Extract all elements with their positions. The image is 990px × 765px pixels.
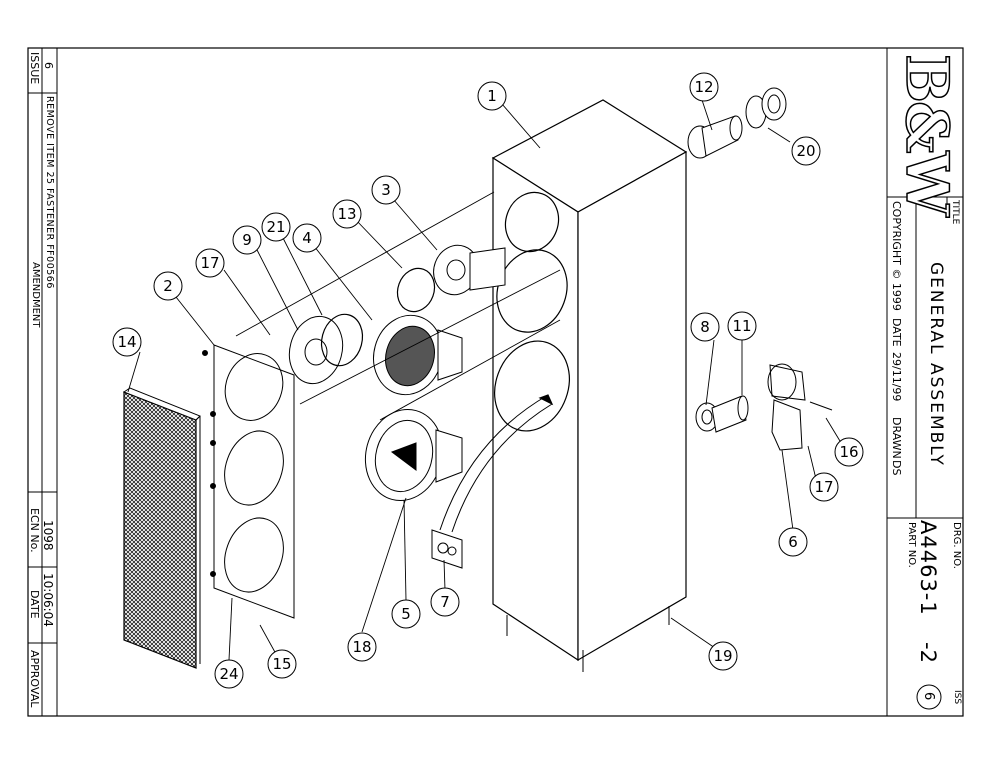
callout-16: 16 [834, 437, 864, 467]
drawing-number: A4463-1 [916, 520, 940, 616]
svg-text:11: 11 [732, 317, 751, 335]
grille-14 [122, 387, 201, 669]
svg-text:8: 8 [700, 318, 710, 336]
svg-text:1: 1 [487, 87, 497, 105]
drawing-border [27, 47, 964, 717]
revision-block-lines [28, 48, 58, 716]
drawn-value: DS [890, 460, 903, 476]
callout-24: 24 [214, 659, 244, 689]
callout-14: 14 [112, 327, 142, 357]
drawing-title: GENERAL ASSEMBLY [926, 262, 946, 467]
amendment-label: AMENDMENT [30, 262, 41, 328]
svg-text:17: 17 [814, 478, 833, 496]
svg-text:24: 24 [219, 665, 238, 683]
svg-text:17: 17 [200, 254, 219, 272]
svg-text:14: 14 [117, 333, 136, 351]
rear-port-8-11 [695, 395, 749, 433]
date-value: 29/11/99 [890, 352, 903, 402]
ecn-value: 1098 [41, 520, 55, 551]
callout-20: 20 [791, 136, 821, 166]
svg-text:19: 19 [713, 647, 732, 665]
date-label: DATE [890, 318, 903, 347]
callout-1: 1 [477, 81, 507, 111]
leader-lines [127, 99, 844, 661]
callout-21: 21 [261, 212, 291, 242]
callout-9: 9 [232, 225, 262, 255]
callout-11: 11 [727, 311, 757, 341]
ring-13 [396, 267, 436, 313]
svg-text:3: 3 [381, 181, 391, 199]
callout-17-left: 17 [195, 248, 225, 278]
svg-text:9: 9 [242, 231, 252, 249]
drawing-suffix: -2 [916, 642, 940, 663]
title-block-lines [886, 48, 963, 716]
issue-value: 6 [42, 62, 55, 69]
svg-text:12: 12 [694, 78, 713, 96]
svg-text:18: 18 [352, 638, 371, 656]
callout-4: 4 [292, 223, 322, 253]
callout-3: 3 [371, 175, 401, 205]
midrange-driver-4 [373, 314, 463, 396]
svg-text:16: 16 [839, 443, 858, 461]
callout-13: 13 [332, 199, 362, 229]
svg-text:2: 2 [163, 277, 173, 295]
tweeter-plate-9 [288, 315, 344, 385]
copyright: COPYRIGHT © 1999 [890, 201, 903, 311]
iss-circle [916, 684, 942, 710]
baffle-2 [202, 344, 295, 619]
ecn-date-value: 10:06:04 [41, 573, 55, 627]
svg-text:20: 20 [796, 142, 815, 160]
svg-text:15: 15 [272, 655, 291, 673]
ecn-date-label: DATE [28, 590, 41, 619]
tweeter-3 [433, 244, 506, 296]
svg-text:7: 7 [440, 593, 450, 611]
svg-text:21: 21 [266, 218, 285, 236]
callout-8: 8 [690, 312, 720, 342]
callout-15: 15 [267, 649, 297, 679]
crossover-7 [431, 529, 463, 569]
callout-6: 6 [778, 527, 808, 557]
ecn-label: ECN No. [28, 508, 41, 553]
callout-12: 12 [689, 72, 719, 102]
svg-text:13: 13 [337, 205, 356, 223]
callout-2: 2 [153, 271, 183, 301]
terminal-assembly-6 [767, 363, 833, 451]
issue-label: ISSUE [28, 52, 41, 85]
drawn-label: DRAWN [890, 417, 903, 459]
cabinet-1 [439, 99, 688, 672]
title-label: TITLE [950, 200, 960, 225]
iss-value: 6 [921, 692, 936, 701]
amendment-text: REMOVE ITEM 25 FASTENER FF00566 [44, 96, 55, 289]
approval-label: APPROVAL [28, 650, 41, 708]
callout-19: 19 [708, 641, 738, 671]
iss-label: ISS [952, 690, 962, 705]
callout-7: 7 [430, 587, 460, 617]
callout-17-right: 17 [809, 472, 839, 502]
bw-logo: B&W [892, 53, 962, 215]
gasket-21 [320, 313, 364, 367]
svg-text:6: 6 [788, 533, 798, 551]
bass-driver-5 [364, 408, 463, 502]
drg-no-label: DRG. NO. [951, 522, 962, 569]
callout-5: 5 [391, 599, 421, 629]
callout-balloons: 1 2 3 4 5 6 7 8 9 11 12 13 14 15 16 17 1… [112, 72, 864, 689]
svg-text:4: 4 [302, 229, 312, 247]
svg-text:5: 5 [401, 605, 411, 623]
callout-18: 18 [347, 632, 377, 662]
